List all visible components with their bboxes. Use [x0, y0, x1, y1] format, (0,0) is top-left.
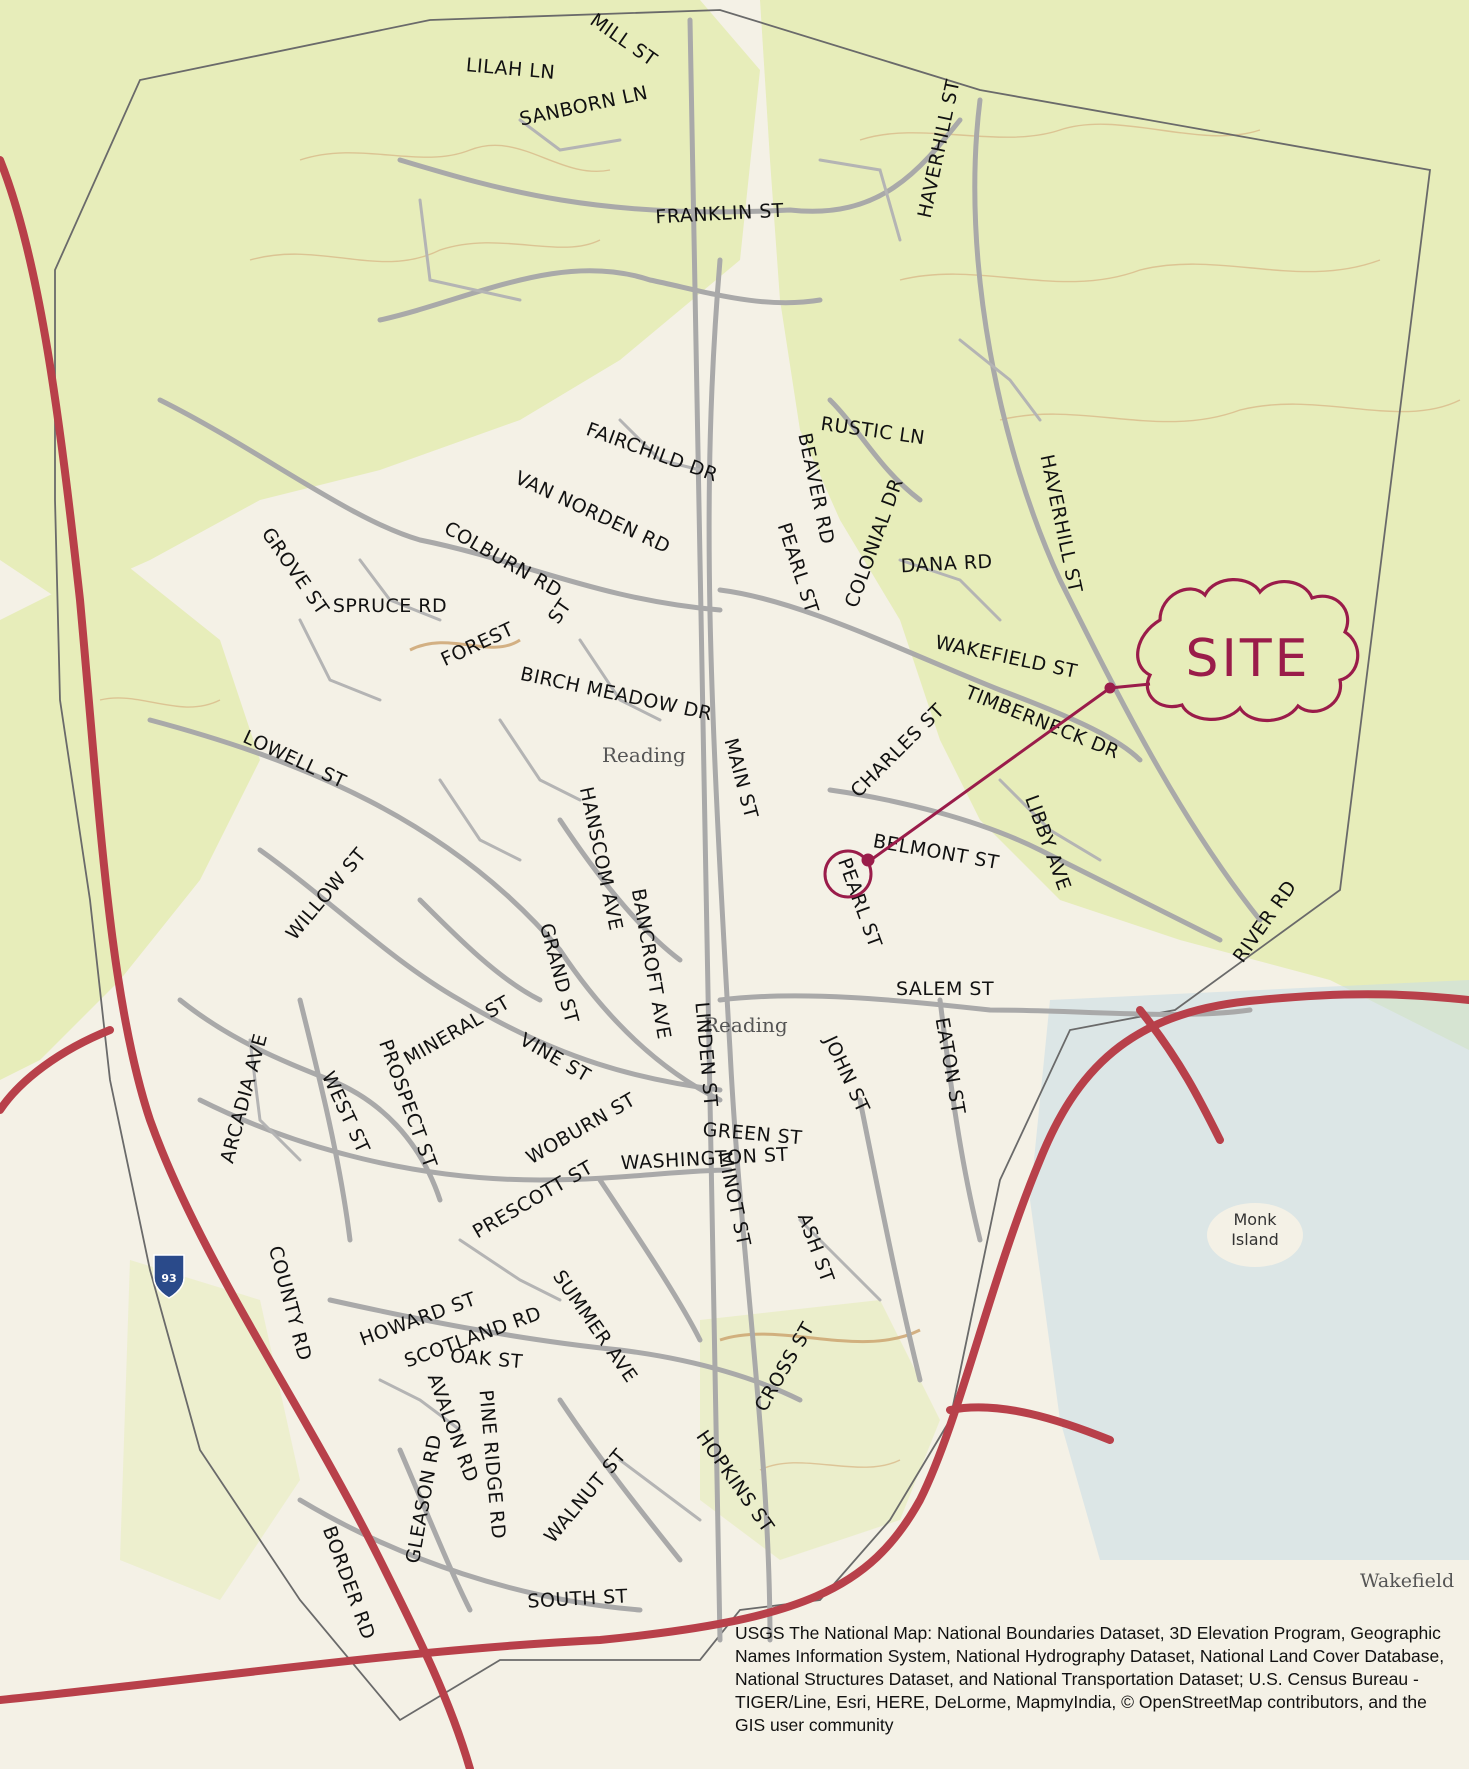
- map-attribution: USGS The National Map: National Boundari…: [735, 1623, 1445, 1735]
- town-center-label: Reading: [704, 1013, 788, 1037]
- street-label: DANA RD: [900, 551, 993, 578]
- site-circle: [823, 849, 873, 899]
- site-marker: SITE: [823, 578, 1360, 899]
- site-label: SITE: [1186, 629, 1311, 689]
- street-label: SOUTH ST: [527, 1585, 629, 1612]
- neighbor-town-label: Wakefield: [1360, 1570, 1454, 1592]
- interstate-93-shield: 93: [153, 1254, 185, 1299]
- forest-areas: [0, 0, 1469, 1600]
- site-cloud: [1136, 578, 1360, 723]
- street-label: SALEM ST: [896, 978, 994, 1000]
- highways: [0, 156, 1469, 1769]
- local-roads-thin: [248, 118, 1102, 1522]
- interstate-shield-label: 93: [161, 1272, 176, 1285]
- monk-island: [1207, 1203, 1303, 1267]
- site-leader-dot: [1104, 682, 1116, 694]
- town-label: Reading: [602, 743, 686, 767]
- street-label: SPRUCE RD: [333, 595, 447, 617]
- water-bodies: [1030, 980, 1469, 1560]
- local-roads: [147, 17, 1263, 1643]
- town-boundary: [54, 9, 1431, 1722]
- site-leader-dot: [861, 853, 875, 867]
- contour-lines: [99, 123, 1461, 1471]
